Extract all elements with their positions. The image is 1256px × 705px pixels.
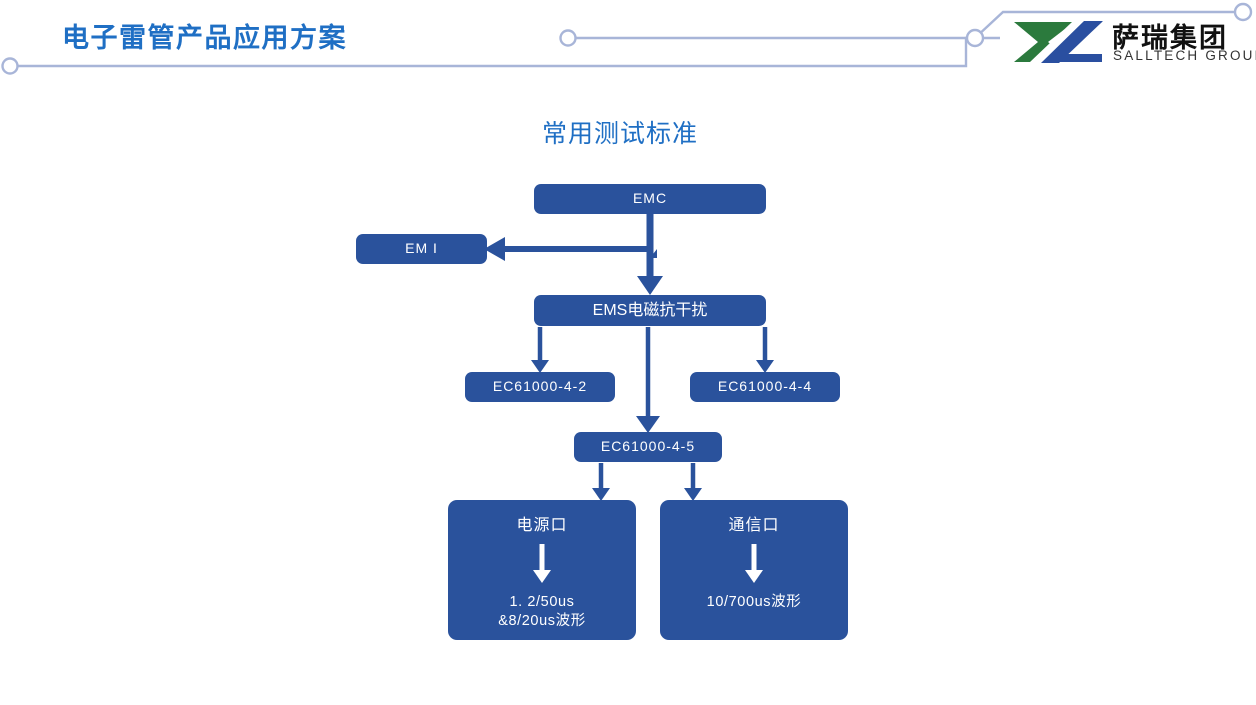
slide-header: 电子雷管产品应用方案 萨瑞集团 SALLTECH GROUP — [0, 0, 1256, 90]
flow-node-emi-label: EM I — [405, 240, 438, 257]
flow-node-ems[interactable]: EMS电磁抗干扰 — [534, 295, 766, 326]
flow-node-power-port-line2: &8/20us波形 — [498, 613, 586, 630]
deco-circle-right — [1233, 2, 1253, 22]
flow-node-emc[interactable]: EMC — [534, 184, 766, 214]
flow-node-comm-port-body: 10/700us波形 — [707, 592, 802, 612]
flow-node-ec61000-4-2-label: EC61000-4-2 — [492, 378, 588, 395]
salltech-logo-mark-icon — [1014, 21, 1103, 63]
flow-node-ec61000-4-5-label: EC61000-4-5 — [600, 438, 696, 455]
header-decoration — [1, 2, 1253, 75]
deco-circle-left — [1, 57, 19, 75]
flow-node-power-port-line1: 1. 2/50us — [509, 594, 575, 610]
flow-node-power-port[interactable]: 电源口 1. 2/50us &8/20us波形 — [448, 500, 636, 640]
down-arrow-icon — [533, 544, 551, 583]
down-arrow-icon — [745, 544, 763, 583]
flow-node-ec61000-4-4[interactable]: EC61000-4-4 — [690, 372, 840, 402]
flow-node-ems-label: EMS电磁抗干扰 — [592, 301, 708, 319]
flow-node-ec61000-4-2[interactable]: EC61000-4-2 — [465, 372, 615, 402]
page-title: 电子雷管产品应用方案 — [62, 23, 347, 54]
logo-name-cn: 萨瑞集团 — [1112, 23, 1228, 54]
flow-node-ec61000-4-5[interactable]: EC61000-4-5 — [574, 432, 722, 462]
section-heading-text: 常用测试标准 — [541, 119, 698, 148]
section-heading: 常用测试标准 — [0, 114, 1256, 150]
flow-node-emi[interactable]: EM I — [356, 234, 487, 264]
logo-name-en: SALLTECH GROUP — [1113, 48, 1256, 63]
flow-node-ec61000-4-4-label: EC61000-4-4 — [717, 378, 813, 395]
flow-node-emc-label: EMC — [632, 190, 668, 207]
flow-node-power-port-body: 1. 2/50us &8/20us波形 — [498, 592, 586, 630]
brand-logo: 萨瑞集团 SALLTECH GROUP — [1012, 14, 1256, 72]
flow-node-comm-port[interactable]: 通信口 10/700us波形 — [660, 500, 848, 640]
deco-circle-middle — [559, 29, 577, 47]
flow-node-comm-port-line1: 10/700us波形 — [706, 594, 802, 610]
deco-circle-step — [965, 28, 985, 48]
flow-node-power-port-heading: 电源口 — [516, 517, 568, 534]
flow-node-comm-port-heading: 通信口 — [728, 517, 780, 534]
